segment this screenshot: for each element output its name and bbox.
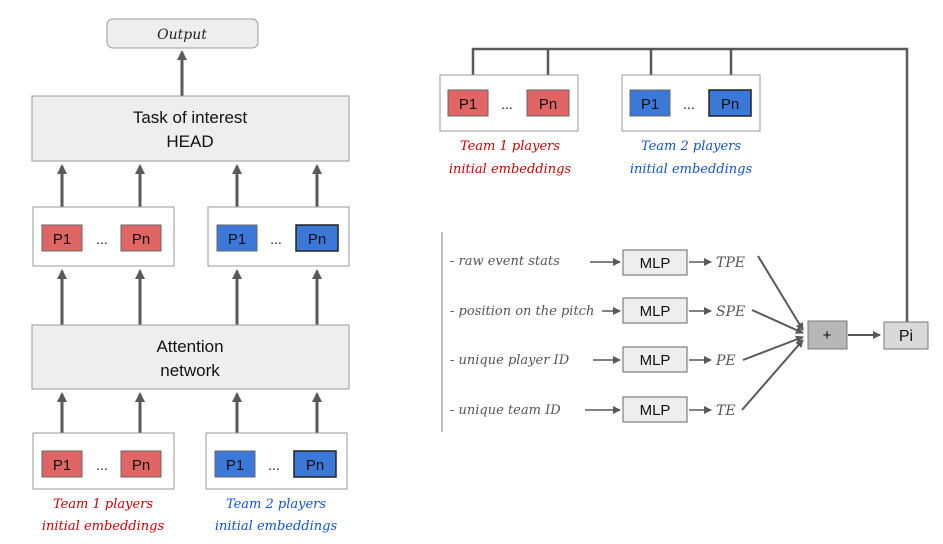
right-team1-p1-box	[447, 89, 489, 117]
input-row-raw-event-stats: - raw event stats MLP TPE	[450, 249, 745, 276]
output-box: Output	[106, 18, 259, 49]
right-team2-p1-box	[629, 89, 671, 117]
task-head-subtitle: HEAD	[166, 132, 213, 151]
mid-team2-p1-box	[216, 224, 258, 252]
mid-team1-group: P1 ... Pn	[32, 206, 175, 267]
input-raw-event-stats-label: - raw event stats	[450, 254, 560, 269]
mlp-box-3	[622, 346, 688, 373]
mid-team2-p1-label: P1	[228, 231, 246, 248]
right-team2-p1-label: P1	[641, 96, 659, 113]
left-team1-caption-line1: Team 1 players	[53, 497, 153, 512]
output-te-label: TE	[716, 403, 736, 419]
output-pe-label: PE	[715, 353, 736, 369]
mid-team1-pn-box	[120, 224, 162, 252]
right-team2-group: P1 ... Pn	[621, 74, 761, 132]
mid-team1-p1-box	[41, 224, 83, 252]
bottom-team2-pn-label: Pn	[306, 457, 324, 474]
mid-team2-group: P1 ... Pn	[207, 206, 350, 267]
bottom-team1-p1-box	[41, 450, 83, 478]
attention-network-box: Attention network	[31, 324, 350, 390]
mid-team2-pn-label: Pn	[308, 231, 326, 248]
input-player-id-label: - unique player ID	[450, 353, 570, 368]
right-team2-pn-label: Pn	[721, 96, 739, 113]
left-team2-caption-line1: Team 2 players	[226, 497, 326, 512]
bottom-team1-p1-label: P1	[53, 457, 71, 474]
right-team2-caption-line2: initial embeddings	[630, 162, 753, 177]
pi-box: Pi	[883, 321, 929, 350]
right-team1-caption-line1: Team 1 players	[460, 139, 560, 154]
left-team2-caption-line2: initial embeddings	[215, 519, 338, 534]
bottom-team2-group: P1 ... Pn	[205, 432, 348, 490]
input-row-position-on-pitch: - position on the pitch MLP SPE	[450, 297, 745, 324]
right-team1-pn-box	[526, 89, 570, 117]
right-team1-caption-line2: initial embeddings	[449, 162, 572, 177]
right-team1-ellipsis: ...	[501, 96, 513, 112]
right-team2-pn-box	[708, 89, 752, 117]
bottom-team1-pn-box	[120, 450, 162, 478]
bottom-team2-p1-box	[214, 450, 256, 478]
mid-team1-pn-label: Pn	[132, 231, 150, 248]
sum-box: +	[807, 320, 848, 350]
bottom-team1-ellipsis: ...	[96, 457, 108, 473]
mlp-label-4: MLP	[640, 402, 671, 419]
mid-team1-ellipsis: ...	[96, 231, 108, 247]
mid-team1-p1-label: P1	[53, 231, 71, 248]
arrow-spe-to-sum	[751, 309, 804, 334]
right-team2-caption-line1: Team 2 players	[641, 139, 741, 154]
bottom-team2-p1-label: P1	[226, 457, 244, 474]
arrow-tpe-to-sum	[757, 255, 804, 331]
task-head-title: Task of interest	[133, 108, 248, 127]
mlp-label-3: MLP	[640, 352, 671, 369]
arrow-te-to-sum	[741, 339, 804, 411]
input-position-label: - position on the pitch	[450, 304, 594, 319]
bottom-team1-pn-label: Pn	[132, 457, 150, 474]
mid-team2-pn-box	[295, 224, 339, 252]
mlp-label-1: MLP	[640, 255, 671, 272]
bottom-team2-ellipsis: ...	[268, 457, 280, 473]
attention-subtitle: network	[160, 361, 220, 380]
output-label: Output	[157, 27, 207, 43]
right-team1-group: P1 ... Pn	[439, 74, 579, 132]
input-row-unique-team-id: - unique team ID MLP TE	[450, 396, 736, 423]
mlp-box-2	[622, 297, 688, 324]
mlp-label-2: MLP	[640, 303, 671, 320]
input-team-id-label: - unique team ID	[450, 403, 561, 418]
input-row-unique-player-id: - unique player ID MLP PE	[450, 346, 736, 373]
output-spe-label: SPE	[716, 304, 745, 320]
mlp-box-4	[622, 396, 688, 423]
task-head-box: Task of interest HEAD	[31, 95, 350, 162]
right-team1-p1-label: P1	[459, 96, 477, 113]
right-team1-pn-label: Pn	[539, 96, 557, 113]
left-team1-caption-line2: initial embeddings	[42, 519, 165, 534]
arrow-pe-to-sum	[742, 335, 804, 361]
attention-title: Attention	[156, 337, 223, 356]
mlp-box-1	[622, 249, 688, 276]
feedback-line	[469, 47, 909, 322]
mid-team2-ellipsis: ...	[270, 231, 282, 247]
bottom-team1-group: P1 ... Pn	[32, 432, 175, 490]
pi-label: Pi	[899, 328, 913, 345]
right-team2-ellipsis: ...	[683, 96, 695, 112]
bottom-team2-pn-box	[293, 450, 337, 478]
output-tpe-label: TPE	[716, 255, 745, 271]
sum-label: +	[823, 327, 832, 344]
